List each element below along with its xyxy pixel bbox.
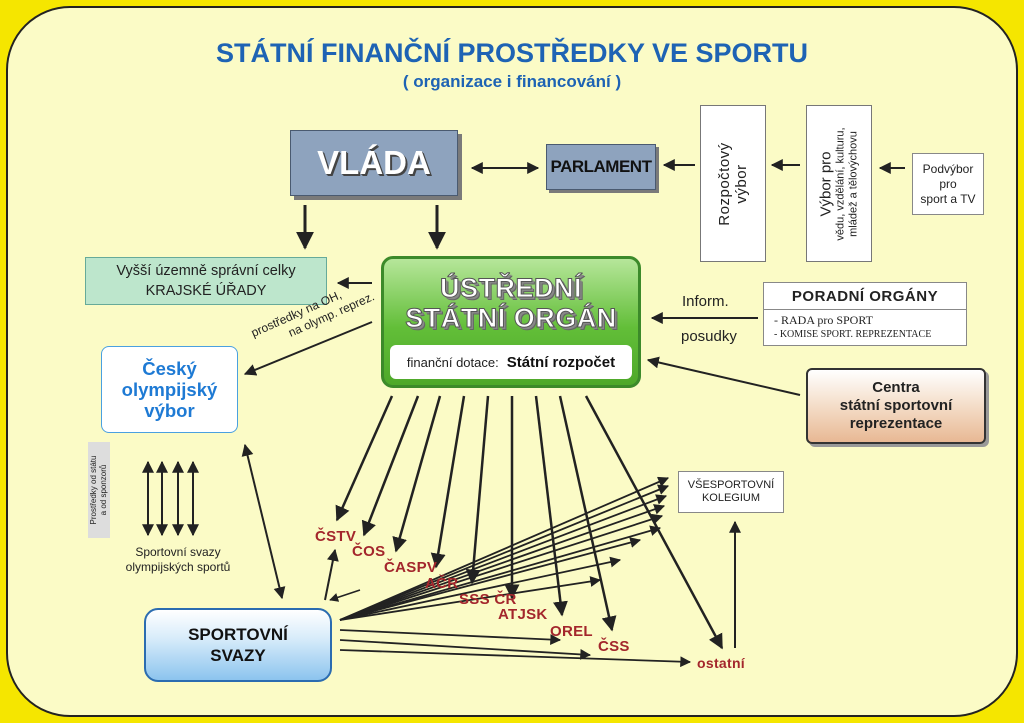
connector-arrow-20 [465,395,490,585]
org-atjsk: ATJSK [498,606,548,623]
connector-arrow-33 [339,576,602,621]
dotace-bar: finanční dotace: Státní rozpočet [390,345,632,379]
connector-arrow-10 [243,321,373,376]
poradni-organy-box: PORADNÍ ORGÁNY - RADA pro SPORT - KOMISE… [763,282,967,346]
rozpoctovy-vybor-label: Rozpočtový výbor [716,141,750,226]
vybor-pro-label: Výbor pro vědu, vzdělání, kulturu, mláde… [817,126,860,241]
vlada-box: VLÁDA [290,130,458,196]
connector-arrow-27 [339,494,668,621]
centra-box: Centra státní sportovní reprezentace [806,368,986,444]
poradni-item-komise: - KOMISE SPORT. REPREZENTACE [774,329,932,340]
connector-arrow-30 [339,525,662,621]
org-sss-cr: SSS ČR [459,591,517,608]
connector-arrow-16 [335,395,394,522]
prostredky-label: Prostředky od státu a od sponzorů [89,455,108,525]
poradni-title: PORADNÍ ORGÁNY [764,283,966,310]
connector-arrow-34 [339,629,562,645]
ustredni-title-line1: ÚSTŘEDNÍ [439,273,582,304]
ustredni-title-line2: STÁTNÍ ORGÁN [405,303,617,334]
connector-arrow-38 [329,589,361,602]
connector-arrow-15 [241,443,286,600]
org-cos: ČOS [352,543,386,560]
org-acr: AČR [425,575,459,592]
connector-arrow-28 [339,504,666,621]
org-orel: OREL [550,623,593,640]
inform-label: Inform. [682,293,729,310]
cesky-olympijsky-vybor-box: Český olympijský výbor [101,346,238,433]
krajske-urady-box: Vyšší územně správní celky KRAJSKÉ ÚŘADY [85,257,327,305]
connector-arrow-32 [339,556,622,621]
ustredni-statni-organ-box: ÚSTŘEDNÍ STÁTNÍ ORGÁN finanční dotace: S… [381,256,641,388]
vsesportovni-kolegium-box: VŠESPORTOVNÍ KOLEGIUM [678,471,784,513]
connector-arrow-29 [339,513,664,621]
connector-arrow-22 [534,395,568,617]
connector-arrow-17 [361,395,420,537]
diagram-subtitle: ( organizace i financování ) [402,72,622,91]
prostredky-label-box: Prostředky od státu a od sponzorů [88,442,110,538]
connector-arrow-25 [339,476,669,621]
posudky-label: posudky [681,328,737,345]
parlament-box: PARLAMENT [546,144,656,190]
connector-arrow-9 [646,356,801,396]
org-ostatni: ostatní [697,655,745,671]
org-cstv: ČSTV [315,528,357,545]
connector-arrow-18 [392,395,442,553]
dotace-value: Státní rozpočet [506,353,616,371]
vybor-pro-box: Výbor pro vědu, vzdělání, kulturu, mláde… [806,105,872,262]
sportovni-svazy-box: SPORTOVNÍ SVAZY [144,608,332,682]
org-css: ČSS [598,638,630,655]
connector-arrow-26 [339,484,669,621]
connector-arrow-35 [339,639,592,660]
dotace-label: finanční dotace: [406,354,499,370]
connector-arrow-19 [430,395,466,569]
poradni-item-rada: - RADA pro SPORT [774,313,873,327]
connector-arrow-36 [339,649,692,668]
connector-arrow-31 [339,537,642,621]
org-caspv: ČASPV [384,559,438,576]
olympic-federations-label: Sportovní svazy olympijských sportů [125,545,231,574]
rozpoctovy-vybor-box: Rozpočtový výbor [700,105,766,262]
podvybor-box: Podvýbor pro sport a TV [912,153,984,215]
connector-arrow-37 [324,548,339,601]
diagram-title: STÁTNÍ FINANČNÍ PROSTŘEDKY VE SPORTU [215,38,809,68]
